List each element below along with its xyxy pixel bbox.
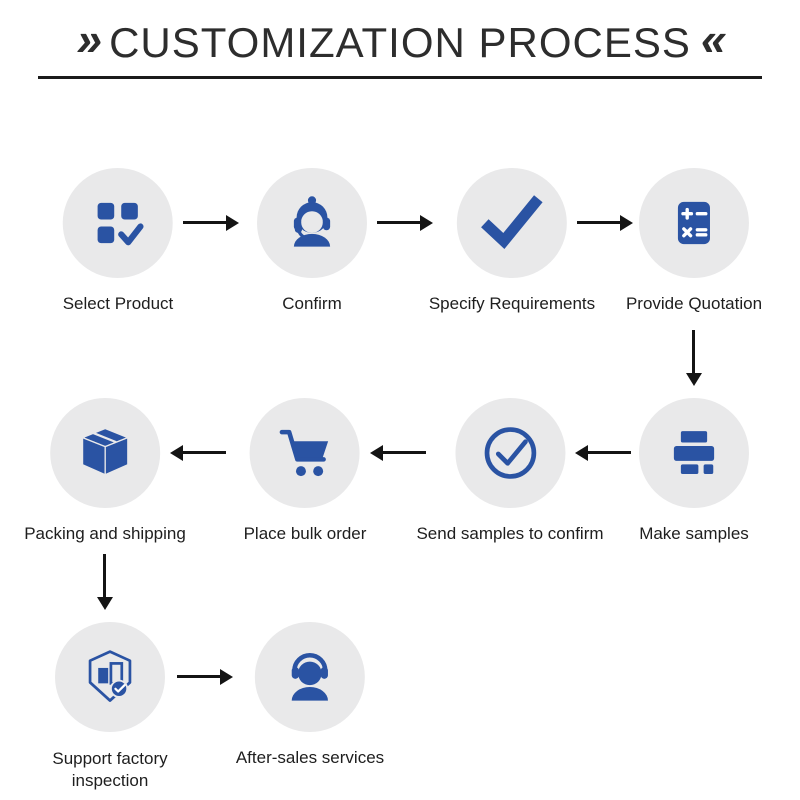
arrow-packing-to-inspection-icon: [96, 554, 113, 610]
step-make-samples: Make samples: [639, 398, 749, 544]
step-label: Support factory inspection: [52, 749, 168, 791]
arrow-confirm-to-specify-icon: [377, 214, 433, 231]
arrow-quotation-to-make-samples-icon: [685, 330, 702, 386]
step-label: After-sales services: [235, 748, 385, 767]
step-label: Confirm: [282, 294, 342, 313]
step-circle: [254, 622, 365, 732]
step-circle: [250, 398, 360, 508]
page-title-text: CUSTOMIZATION PROCESS: [109, 19, 691, 66]
arrow-inspection-to-after-sales-icon: [177, 668, 233, 685]
title-mark-left-icon: »: [76, 13, 102, 65]
step-circle: [50, 398, 160, 508]
headset-person-icon: [291, 653, 329, 701]
step-circle: [55, 622, 165, 732]
step-packing-and-shipping: Packing and shipping: [24, 398, 186, 544]
factory-inspection-icon: [88, 650, 132, 702]
checkmark-icon: [481, 195, 543, 250]
step-circle: [257, 168, 367, 278]
step-label: Specify Requirements: [428, 294, 596, 313]
step-circle: [455, 398, 565, 508]
step-label: Make samples: [639, 524, 749, 543]
step-label: Select Product: [62, 294, 174, 313]
step-send-samples-to-confirm: Send samples to confirm: [416, 398, 604, 544]
printer-icon: [673, 431, 715, 474]
step-support-factory-inspection: Support factory inspection: [35, 622, 185, 792]
arrow-make-samples-to-send-samples-icon: [575, 444, 631, 461]
step-circle: [639, 168, 749, 278]
arrow-bulk-order-to-packing-icon: [170, 444, 226, 461]
step-circle: [63, 168, 173, 278]
calculator-icon: [677, 201, 711, 245]
step-specify-requirements: Specify Requirements: [429, 168, 595, 314]
arrow-send-samples-to-bulk-order-icon: [370, 444, 426, 461]
step-place-bulk-order: Place bulk order: [243, 398, 367, 544]
step-label: Send samples to confirm: [416, 524, 604, 543]
step-circle: [457, 168, 567, 278]
package-box-icon: [80, 427, 130, 476]
title-divider: [38, 76, 762, 79]
circle-check-icon: [484, 427, 536, 479]
arrow-specify-to-quotation-icon: [577, 214, 633, 231]
title-mark-right-icon: «: [700, 13, 727, 65]
arrow-select-to-confirm-icon: [183, 214, 239, 231]
step-after-sales-services: After-sales services: [236, 622, 384, 768]
step-label: Packing and shipping: [24, 524, 186, 543]
customer-service-icon: [293, 196, 331, 247]
page-title: »CUSTOMIZATION PROCESS«: [0, 0, 800, 68]
select-product-icon: [97, 202, 144, 246]
step-circle: [639, 398, 749, 508]
step-provide-quotation: Provide Quotation: [626, 168, 762, 314]
shopping-cart-icon: [280, 429, 329, 477]
step-confirm: Confirm: [257, 168, 367, 314]
step-label: Place bulk order: [243, 524, 367, 543]
step-label: Provide Quotation: [625, 294, 763, 313]
step-select-product: Select Product: [62, 168, 174, 314]
